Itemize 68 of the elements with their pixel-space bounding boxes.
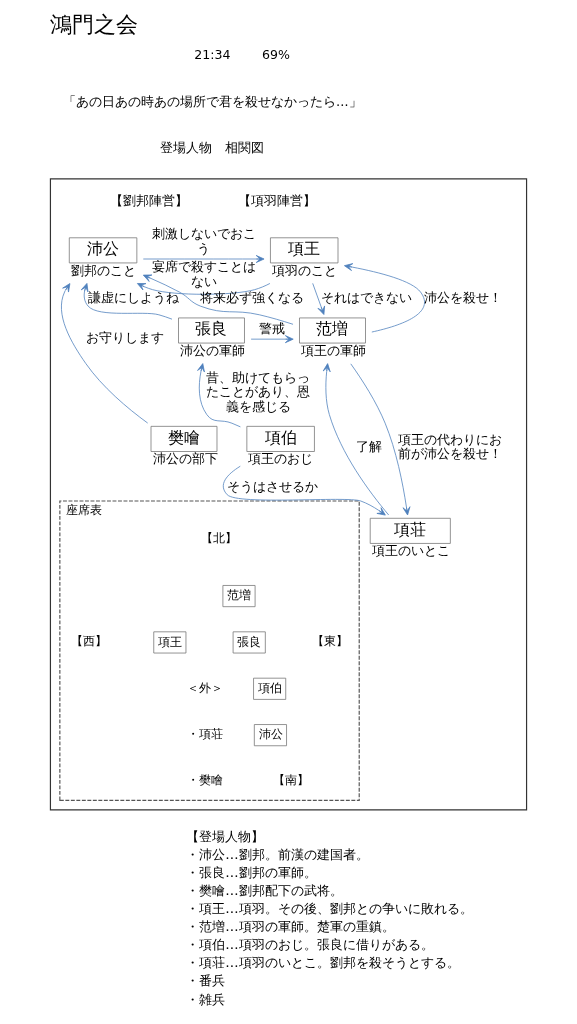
label: 【登場人物】 [186, 828, 265, 844]
node-box: 樊噲 [150, 425, 218, 452]
edge-label: 昔、助けてもらったことがあり、恩義を感じる [206, 370, 311, 414]
node-box: 沛公 [68, 237, 138, 264]
arrow [344, 263, 425, 333]
label: ・樊噲 [187, 773, 224, 788]
node-label: 劉邦のこと [70, 262, 136, 278]
edge-label: それはできない [320, 290, 412, 306]
node-box: 項王 [153, 631, 187, 654]
label: ＜外＞ [187, 680, 224, 695]
node-label: 沛公の部下 [152, 451, 218, 467]
node-box: 項王 [270, 237, 339, 264]
label: ・張良…劉邦の軍師。 [186, 865, 317, 881]
arrow [142, 255, 265, 263]
edge-label: お守りします [85, 330, 164, 346]
label: 【項羽陣営】 [237, 193, 316, 209]
label: ・番兵 [186, 973, 226, 989]
edge-label: 了解 [355, 438, 382, 454]
edge-label: 謙虚にしようね [87, 290, 179, 306]
diagram-title: 鴻門之会 [50, 12, 139, 38]
label: 「あの日あの時あの場所で君を殺せなかったら…」 [63, 93, 362, 109]
arrow [312, 282, 325, 315]
label: ・項伯…項羽のおじ。張良に借りがある。 [186, 937, 434, 953]
arrow [61, 283, 149, 424]
arrow [197, 363, 241, 428]
label: ・樊噲…劉邦配下の武将。 [186, 883, 343, 899]
label: 69% [261, 47, 290, 63]
arrow [136, 283, 271, 295]
edge-label: 刺激しないでおこう [151, 226, 256, 256]
label: ・沛公…劉邦。前漢の建国者。 [186, 846, 369, 862]
arrow [142, 274, 294, 325]
label: 【西】 [70, 634, 107, 649]
label: 21:34 [194, 47, 231, 63]
node-label: 項王の軍師 [301, 342, 367, 358]
edge-label: 項王の代わりにお前が沛公を殺せ！ [398, 431, 503, 461]
arrow [250, 335, 294, 344]
node-label: 沛公の軍師 [180, 342, 246, 358]
node-box: 沛公 [253, 724, 287, 747]
cluster [49, 178, 528, 811]
node-box: 范増 [222, 585, 256, 608]
label: ・范増…項羽の軍師。楚軍の重鎮。 [186, 919, 395, 935]
edge-label: そうはさせるか [227, 478, 319, 494]
label: 【北】 [200, 531, 237, 546]
label: 登場人物 相関図 [160, 139, 265, 155]
label: ・項荘 [187, 726, 224, 741]
node-box: 張良 [178, 317, 245, 344]
arrow [350, 363, 411, 516]
node-box: 項荘 [369, 517, 451, 544]
label: 【東】 [312, 634, 349, 649]
arrow [222, 465, 386, 516]
label: ・雑兵 [186, 991, 226, 1007]
edge-label: 警戒 [259, 320, 285, 336]
label: 【南】 [272, 773, 309, 788]
node-label: 項羽のこと [272, 262, 337, 278]
edge-label: 将来必ず強くなる [199, 290, 304, 306]
label: ・項王…項羽。その後、劉邦との争いに敗れる。 [186, 901, 473, 917]
arrow [80, 283, 173, 320]
arrow [322, 363, 390, 516]
node-box: 范増 [299, 317, 366, 344]
node-label: 項王のいとこ [371, 543, 450, 559]
edge-label: 沛公を殺せ！ [423, 290, 502, 306]
node-box: 項伯 [246, 425, 315, 452]
node-box: 項伯 [253, 677, 287, 700]
label: ・項荘…項羽のいとこ。劉邦を殺そうとする。 [186, 955, 460, 971]
node-box: 張良 [232, 631, 266, 654]
node-label: 項王のおじ [248, 451, 314, 467]
label: 【劉邦陣営】 [110, 193, 189, 209]
edge-label: 宴席で殺すことはない [151, 259, 256, 289]
